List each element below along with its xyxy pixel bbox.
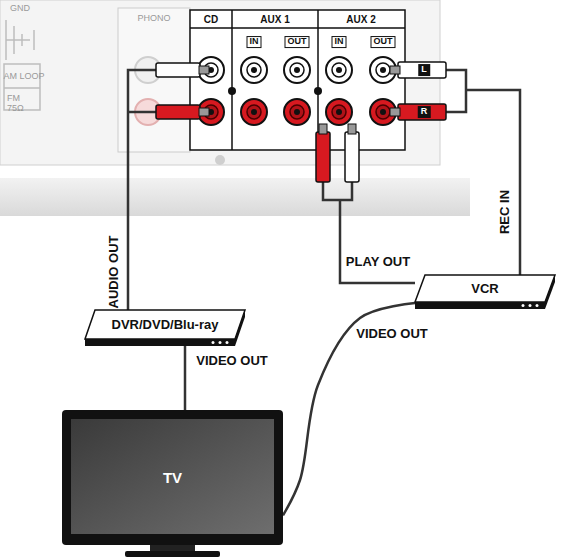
device-side	[545, 275, 555, 309]
device-led	[226, 341, 229, 344]
aux2-in-plugs	[319, 124, 327, 134]
jack-block	[190, 10, 405, 150]
audio-cable	[128, 111, 158, 114]
jack-block	[190, 10, 405, 150]
audio-cable	[128, 70, 158, 312]
channel-tag: L	[418, 64, 430, 76]
device-front	[415, 302, 545, 309]
aux2-out-plugs	[390, 66, 400, 74]
jack-direction: IN	[247, 36, 262, 48]
tv-set: TV	[62, 410, 283, 545]
aux2-in-plugs	[345, 132, 359, 182]
jack-block	[198, 57, 224, 83]
cd-plugs	[156, 105, 200, 119]
jack-direction: OUT	[285, 36, 310, 48]
aux2-out-plugs	[398, 62, 446, 78]
rear-panel	[0, 0, 440, 165]
cd-plugs	[199, 66, 209, 74]
jack-block	[190, 10, 405, 150]
input-label: PHONO	[137, 14, 170, 24]
device-top	[415, 275, 555, 302]
jack-block	[228, 87, 236, 95]
device-led	[536, 304, 539, 307]
device-top	[85, 310, 245, 339]
cable-label: VIDEO OUT	[354, 327, 430, 342]
cd-plugs	[199, 108, 209, 116]
jack-block	[314, 87, 322, 95]
device-side	[235, 310, 245, 346]
device-label: DVR/DVD/Blu-ray	[112, 317, 219, 332]
rec-in-cable	[446, 70, 520, 275]
play-out-cable	[323, 180, 415, 283]
device-label: VCR	[471, 281, 498, 296]
rear-panel	[0, 0, 470, 216]
aux2-out-plugs	[390, 62, 446, 120]
channel-tag: R	[418, 106, 431, 118]
player-device: DVR/DVD/Blu-ray	[85, 310, 245, 346]
tv-stand	[150, 545, 195, 551]
jack-block	[241, 99, 267, 125]
rear-panel	[215, 155, 225, 165]
device-led	[522, 304, 525, 307]
aux2-out-plugs	[398, 104, 446, 120]
jack-direction: OUT	[371, 36, 396, 48]
cable-label: VIDEO OUT	[194, 354, 270, 369]
jack-block	[284, 57, 310, 83]
jack-block	[326, 57, 352, 83]
cd-plugs	[156, 63, 200, 77]
device-led	[529, 304, 532, 307]
aux2-in-plugs	[316, 132, 330, 182]
terminal-label: AM LOOP	[3, 72, 44, 82]
terminal-label: FM 75Ω	[7, 94, 37, 114]
jack-block	[198, 99, 224, 125]
aux2-out-plugs	[390, 108, 400, 116]
vcr-device: VCR	[415, 275, 555, 309]
device-led	[219, 341, 222, 344]
terminal-label: GND	[10, 4, 30, 14]
input-label: CD	[204, 14, 218, 25]
antenna-terminals	[4, 87, 40, 89]
rec-in-cable	[446, 70, 520, 275]
tv-screen	[71, 419, 274, 534]
jack-block	[241, 57, 267, 83]
play-out-cable	[323, 180, 415, 283]
tv-bezel	[62, 410, 283, 545]
device-led	[212, 341, 215, 344]
cd-plugs	[156, 63, 209, 119]
device-front	[85, 339, 235, 346]
jack-block	[284, 99, 310, 125]
cable-label: AUDIO OUT	[107, 236, 121, 309]
tv-label: TV	[163, 469, 182, 486]
rear-panel	[0, 178, 470, 216]
tv-stand	[125, 551, 220, 557]
aux2-in-plugs	[316, 124, 359, 182]
input-label: AUX 1	[260, 14, 289, 25]
jack-direction: IN	[332, 36, 347, 48]
cable-label: REC IN	[498, 190, 512, 234]
aux2-in-plugs	[348, 124, 356, 134]
video-cable	[184, 346, 187, 410]
audio-cable	[128, 70, 158, 312]
cable-label: PLAY OUT	[346, 255, 410, 269]
antenna-terminals	[6, 20, 34, 60]
tv-stand	[125, 545, 220, 557]
jack-block	[326, 99, 352, 125]
input-label: AUX 2	[346, 14, 375, 25]
